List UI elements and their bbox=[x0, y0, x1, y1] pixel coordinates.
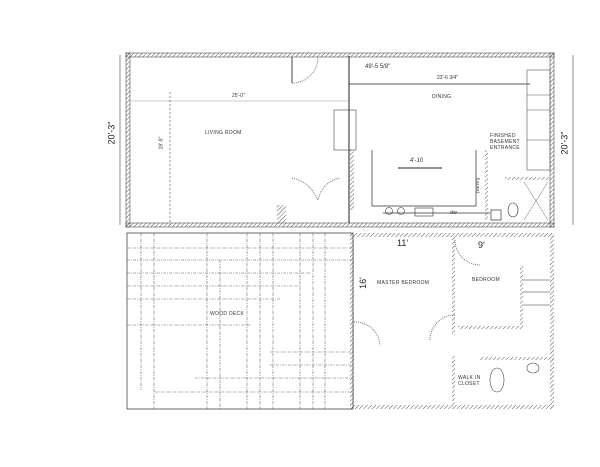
label-line: BASEMENT bbox=[490, 139, 520, 145]
label-line: WALK IN bbox=[458, 375, 481, 381]
basement-entrance-label: FINISHED BASEMENT ENTRANCE bbox=[490, 133, 520, 151]
label-line: ENTRANCE bbox=[490, 145, 520, 151]
label-line: CLOSET bbox=[458, 381, 480, 387]
pantry-label: pantry bbox=[474, 177, 481, 193]
island-dimension: 4'-10 bbox=[410, 158, 424, 164]
deck-grid bbox=[127, 233, 353, 409]
right-height-dimension: 20'-3" bbox=[559, 131, 570, 155]
dimension-lines bbox=[119, 55, 574, 225]
left-height-dimension: 20'-3" bbox=[106, 121, 117, 145]
label-line: FINISHED bbox=[490, 133, 516, 139]
dishwasher-label: dw bbox=[450, 210, 457, 216]
upper-walls bbox=[125, 52, 555, 228]
deck-label: WOOD DECK bbox=[210, 311, 245, 317]
bedroom-width-dimension: 9' bbox=[478, 240, 485, 250]
master-width-dimension: 11' bbox=[397, 238, 409, 248]
bedroom-label: BEDROOM bbox=[472, 277, 500, 283]
lower-walls bbox=[126, 232, 554, 410]
living-width-dimension: 25'-0" bbox=[232, 93, 245, 99]
living-height-dimension: 19'-9" bbox=[158, 136, 165, 150]
master-height-dimension: 16' bbox=[357, 277, 368, 289]
living-room-label: LIVING ROOM bbox=[205, 130, 242, 136]
dining-label: DINING bbox=[432, 94, 452, 100]
master-bedroom-label: MASTER BEDROOM bbox=[377, 280, 430, 286]
walk-in-closet-label: WALK IN CLOSET bbox=[458, 375, 480, 387]
dining-width-dimension: 23'-6 3/4" bbox=[437, 75, 459, 81]
overall-width-dimension: 49'-5 5/8" bbox=[365, 64, 391, 70]
